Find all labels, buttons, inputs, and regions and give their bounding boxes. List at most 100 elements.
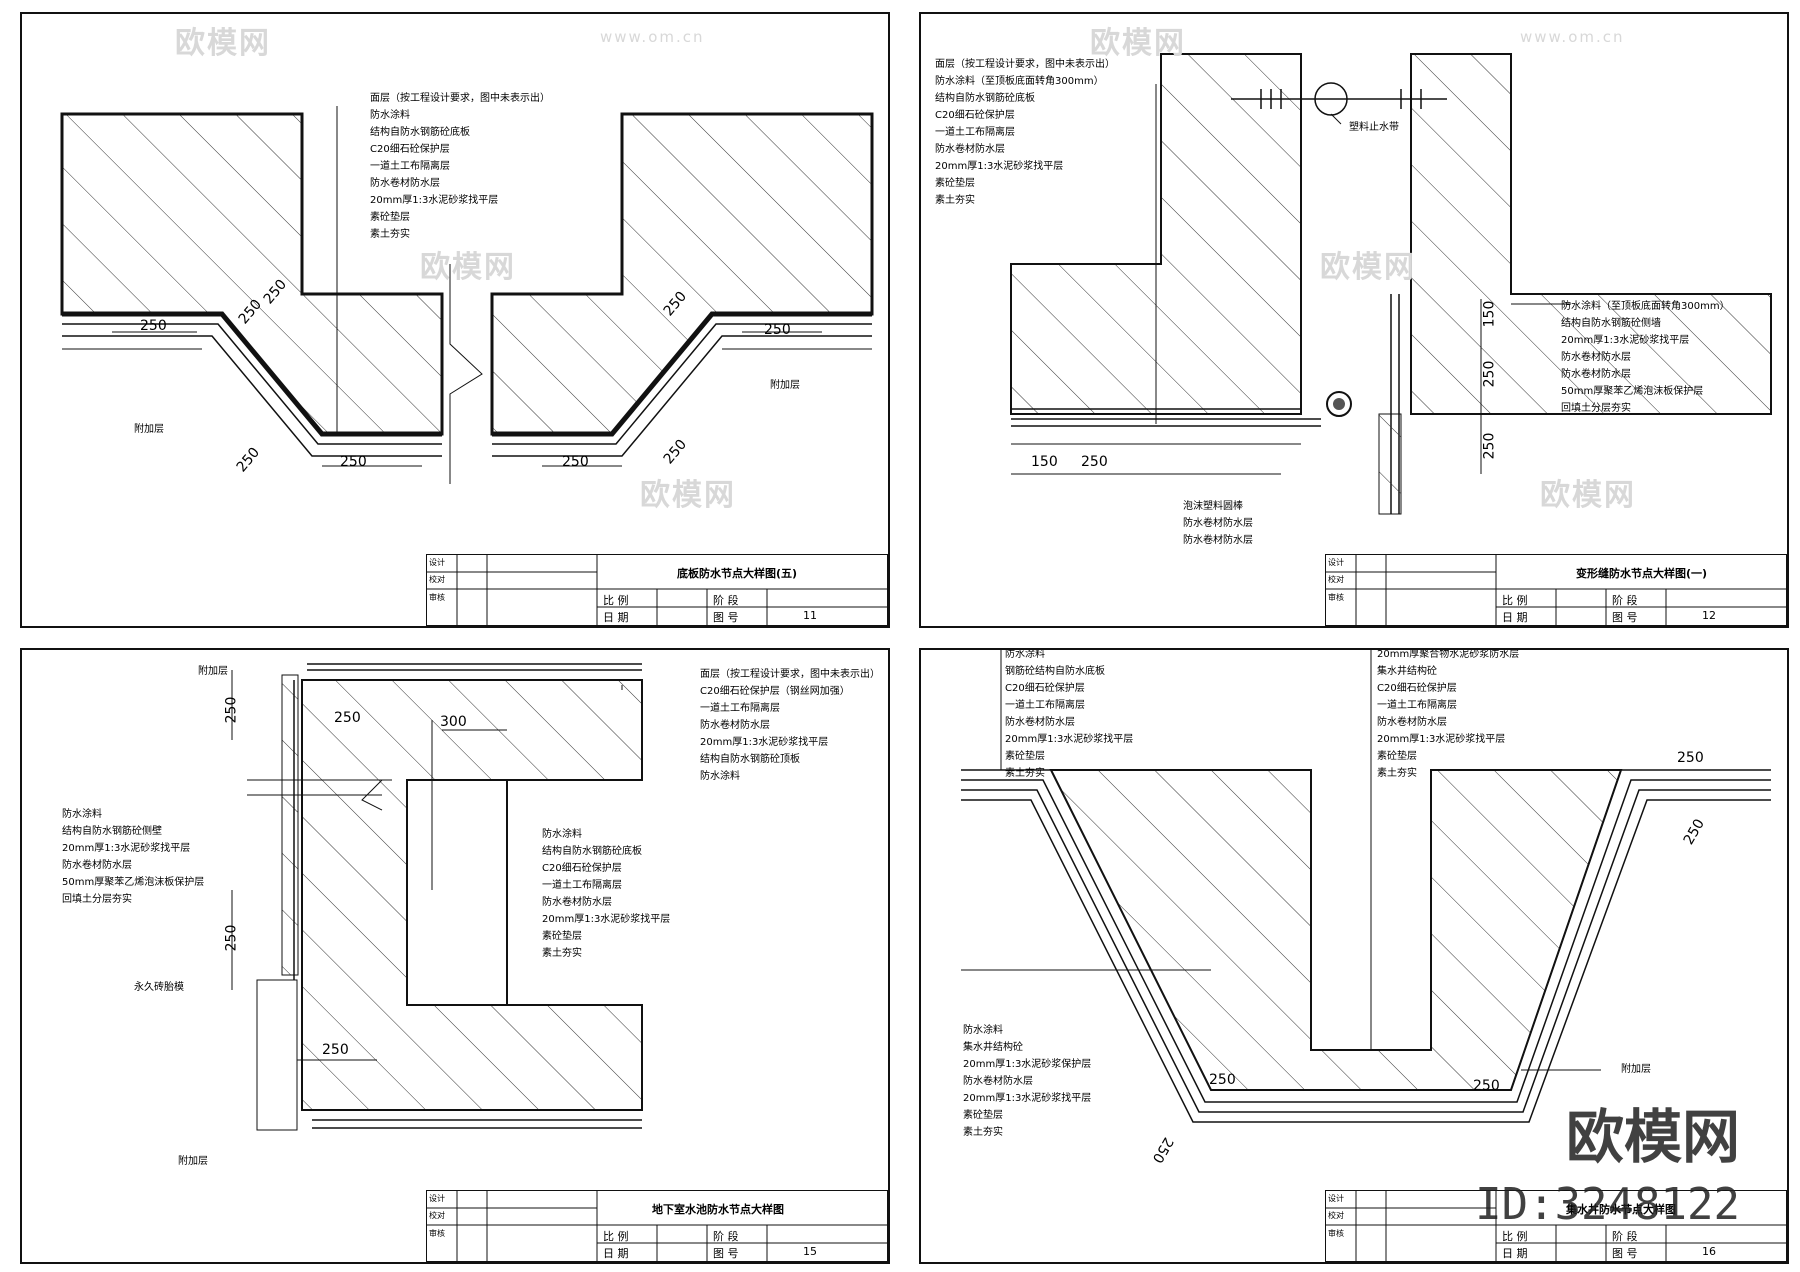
date-label: 日 期 bbox=[1502, 611, 1528, 624]
dimension-text: 250 bbox=[1677, 750, 1704, 766]
titleblock-row: 校对 bbox=[1328, 1211, 1344, 1220]
layer-label: 一道土工布隔离层 bbox=[700, 703, 780, 714]
titleblock-row: 校对 bbox=[429, 575, 445, 584]
callout-label: 塑料止水带 bbox=[1349, 122, 1399, 133]
layer-label: 20mm厚聚合物水泥砂浆防水层 bbox=[1377, 649, 1520, 660]
layer-label: 回填土分层夯实 bbox=[62, 894, 132, 905]
dimension-text: 250 bbox=[140, 318, 167, 334]
layer-label: 素砼垫层 bbox=[1005, 751, 1045, 762]
dimension-text: 250 bbox=[340, 454, 367, 470]
layer-label: 结构自防水钢筋砼侧壁 bbox=[62, 826, 162, 837]
callout-label: 永久砖胎模 bbox=[134, 982, 184, 993]
layer-label: 20mm厚1:3水泥砂浆找平层 bbox=[1561, 335, 1690, 346]
layer-label: 20mm厚1:3水泥砂浆保护层 bbox=[963, 1059, 1092, 1070]
layer-label: 面层（按工程设计要求，图中未表示出） bbox=[935, 59, 1115, 70]
layer-label: 一道土工布隔离层 bbox=[1005, 700, 1085, 711]
titleblock-row: 设计 bbox=[429, 1194, 445, 1203]
layer-label: 素砼垫层 bbox=[935, 178, 975, 189]
date-label: 日 期 bbox=[1502, 1247, 1528, 1260]
layer-label-list: 面层（按工程设计要求，图中未表示出） 防水涂料（至顶板底面转角300mm） 结构… bbox=[935, 56, 1115, 209]
layer-label-list-left: 防水涂料 钢筋砼结构自防水底板 C20细石砼保护层 一道土工布隔离层 防水卷材防… bbox=[1005, 649, 1134, 782]
drawing-sheet-11: 面层（按工程设计要求，图中未表示出） 防水涂料 结构自防水钢筋砼底板 C20细石… bbox=[20, 12, 890, 628]
titleblock-row: 审核 bbox=[429, 593, 445, 602]
watermark-logo: 欧模网 bbox=[1320, 250, 1416, 285]
dimension-text: 250 bbox=[764, 322, 791, 338]
layer-label: 素土夯实 bbox=[1377, 768, 1417, 779]
brand-id: ID:3248122 bbox=[1475, 1179, 1740, 1230]
date-label: 日 期 bbox=[603, 1247, 629, 1260]
layer-label: 钢筋砼结构自防水底板 bbox=[1005, 666, 1105, 677]
drawing-no-label: 图 号 bbox=[1612, 611, 1638, 624]
drawing-sheet-15: 面层（按工程设计要求，图中未表示出） C20细石砼保护层（钢丝网加强） 一道土工… bbox=[20, 648, 890, 1264]
layer-label: 泡沫塑料圆棒 bbox=[1183, 501, 1243, 512]
layer-label-list: 面层（按工程设计要求，图中未表示出） 防水涂料 结构自防水钢筋砼底板 C20细石… bbox=[370, 90, 550, 243]
layer-label: 回填土分层夯实 bbox=[1561, 403, 1631, 414]
dimension-text: 250 bbox=[223, 924, 240, 952]
titleblock-row: 设计 bbox=[1328, 558, 1344, 567]
drawing-title: 地下室水池防水节点大样图 bbox=[652, 1203, 784, 1216]
drawing-title: 变形缝防水节点大样图(一) bbox=[1576, 567, 1708, 580]
layer-label: 防水涂料 bbox=[963, 1025, 1003, 1036]
layer-label-list-top: 面层（按工程设计要求，图中未表示出） C20细石砼保护层（钢丝网加强） 一道土工… bbox=[700, 666, 880, 785]
dimension-text: 300 bbox=[440, 714, 467, 730]
dimension-text: 250 bbox=[1473, 1078, 1500, 1094]
layer-label: 素砼垫层 bbox=[963, 1110, 1003, 1121]
layer-label: 防水卷材防水层 bbox=[62, 860, 132, 871]
layer-label: 防水涂料 bbox=[370, 110, 410, 121]
layer-label: 素土夯实 bbox=[963, 1127, 1003, 1138]
watermark-logo: 欧模网 bbox=[420, 250, 516, 285]
watermark-logo: 欧模网 bbox=[640, 478, 736, 513]
scale-label: 比 例 bbox=[1502, 594, 1528, 607]
layer-label: 防水涂料 bbox=[62, 809, 102, 820]
drawing-number: 15 bbox=[803, 1245, 817, 1258]
layer-label: 防水卷材防水层 bbox=[542, 897, 612, 908]
layer-label: C20细石砼保护层 bbox=[1005, 683, 1085, 694]
layer-label: C20细石砼保护层 bbox=[935, 110, 1015, 121]
layer-label: 面层（按工程设计要求，图中未表示出） bbox=[700, 669, 880, 680]
section-drawing bbox=[961, 650, 1771, 1123]
layer-label: 20mm厚1:3水泥砂浆找平层 bbox=[62, 843, 191, 854]
titleblock-row: 设计 bbox=[1328, 1194, 1344, 1203]
layer-label: 防水涂料 bbox=[542, 829, 582, 840]
layer-label: 防水卷材防水层 bbox=[1377, 717, 1447, 728]
titleblock-row: 审核 bbox=[1328, 593, 1344, 602]
callout-label: 附加层 bbox=[770, 380, 800, 391]
layer-label: 20mm厚1:3水泥砂浆找平层 bbox=[370, 195, 499, 206]
layer-label: 防水涂料（至顶板底面转角300mm） bbox=[935, 76, 1104, 87]
scale-label: 比 例 bbox=[1502, 1230, 1528, 1243]
dimension-text: 250 bbox=[562, 454, 589, 470]
section-drawing bbox=[231, 663, 643, 1131]
layer-label: 集水井结构砼 bbox=[963, 1042, 1023, 1053]
layer-label: 防水卷材防水层 bbox=[1183, 535, 1253, 546]
titleblock-row: 校对 bbox=[1328, 575, 1344, 584]
layer-label: 素土夯实 bbox=[935, 195, 975, 206]
layer-label: 20mm厚1:3水泥砂浆找平层 bbox=[542, 914, 671, 925]
layer-label: C20细石砼保护层 bbox=[542, 863, 622, 874]
stage-label: 阶 段 bbox=[713, 594, 739, 607]
layer-label: 防水卷材防水层 bbox=[1005, 717, 1075, 728]
layer-label: 防水卷材防水层 bbox=[1561, 352, 1631, 363]
layer-label: 结构自防水钢筋砼底板 bbox=[542, 846, 642, 857]
layer-label-list-right: 20mm厚聚合物水泥砂浆防水层 集水井结构砼 C20细石砼保护层 一道土工布隔离… bbox=[1377, 649, 1520, 782]
watermark-logo: 欧模网 bbox=[1090, 26, 1186, 61]
layer-label: 20mm厚1:3水泥砂浆找平层 bbox=[1005, 734, 1134, 745]
watermark-logo: 欧模网 bbox=[1540, 478, 1636, 513]
drawing-no-label: 图 号 bbox=[1612, 1247, 1638, 1260]
brand-logo: 欧模网 bbox=[1565, 1103, 1740, 1171]
scale-label: 比 例 bbox=[603, 594, 629, 607]
layer-label: 防水涂料 bbox=[1005, 649, 1045, 660]
drawing-no-label: 图 号 bbox=[713, 1247, 739, 1260]
layer-label: 防水卷材防水层 bbox=[963, 1076, 1033, 1087]
layer-label-list-bottom: 防水涂料 集水井结构砼 20mm厚1:3水泥砂浆保护层 防水卷材防水层 20mm… bbox=[963, 1022, 1091, 1141]
layer-label: 防水卷材防水层 bbox=[700, 720, 770, 731]
layer-label: 50mm厚聚苯乙烯泡沫板保护层 bbox=[1561, 386, 1704, 397]
callout-label: 附加层 bbox=[198, 666, 228, 677]
layer-label: 防水卷材防水层 bbox=[1561, 369, 1631, 380]
scale-label: 比 例 bbox=[603, 1230, 629, 1243]
layer-label: 素砼垫层 bbox=[542, 931, 582, 942]
stage-label: 阶 段 bbox=[713, 1230, 739, 1243]
layer-label: 20mm厚1:3水泥砂浆找平层 bbox=[700, 737, 829, 748]
drawing-sheet-16: 防水涂料 钢筋砼结构自防水底板 C20细石砼保护层 一道土工布隔离层 防水卷材防… bbox=[919, 648, 1789, 1264]
callout-label: 附加层 bbox=[178, 1156, 208, 1167]
dimension-text: 250 bbox=[223, 696, 240, 724]
